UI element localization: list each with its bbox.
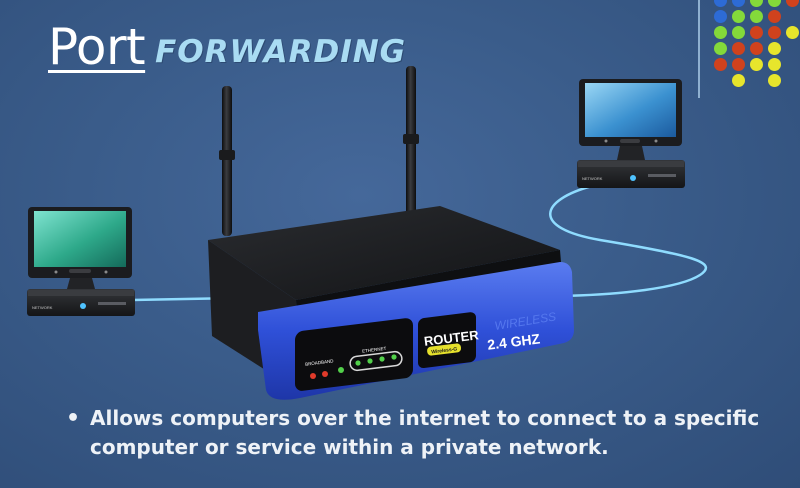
router [208,206,574,400]
led [379,356,385,362]
led [367,358,373,364]
led [338,367,344,373]
router-brand-label: ROUTER [423,327,480,349]
dot [732,74,745,87]
right-computer-brand: NETWORK [582,176,603,181]
led [310,373,316,379]
title-main: Port [48,18,146,76]
decorative-divider [698,0,700,98]
router-broadband-label: BROADBAND [305,358,335,367]
router-frequency-label: 2.4 GHZ [486,330,541,352]
bullet-point: • Allows computers over the internet to … [66,404,766,462]
network-cable [549,184,707,298]
dot [786,0,799,7]
dot [750,0,763,7]
bullet-text: Allows computers over the internet to co… [90,406,760,459]
router-antenna-left [219,86,235,236]
router-ethernet-label: ETHERNET [362,346,387,354]
dot [768,74,781,87]
dot [714,58,727,71]
dot [750,10,763,23]
dot [714,42,727,55]
dot [732,26,745,39]
dot [732,58,745,71]
dot [768,42,781,55]
dot [732,10,745,23]
router-antenna-right [403,66,419,216]
dot [714,0,727,7]
left-computer-brand: NETWORK [32,305,53,310]
ethernet-led-bar [349,350,403,372]
right-computer [577,79,685,188]
bullet-marker: • [66,406,81,431]
dot [750,42,763,55]
router-badge-label: Wireless-G [431,346,458,355]
title-subtitle: FORWARDING [155,34,407,70]
left-computer [27,207,135,316]
led [322,371,328,377]
dot [786,26,799,39]
dot [768,10,781,23]
led [355,360,361,366]
dot [732,42,745,55]
dot [768,58,781,71]
dot [714,10,727,23]
dot [768,26,781,39]
dot [750,26,763,39]
dot [714,26,727,39]
dot [768,0,781,7]
dot [732,0,745,7]
led [391,354,397,360]
dot [750,58,763,71]
router-badge [427,343,462,356]
